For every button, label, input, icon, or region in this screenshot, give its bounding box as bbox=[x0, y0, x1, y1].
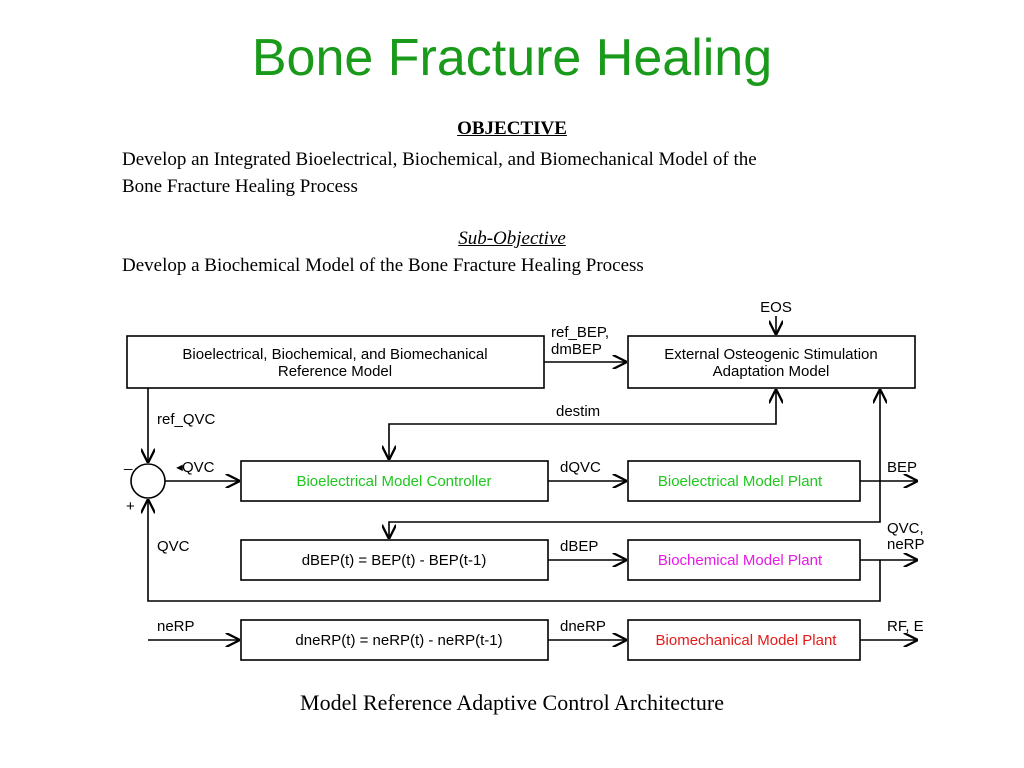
ref-qvc-label: ref_QVC bbox=[157, 411, 216, 428]
dnerp-block-label: dneRP(t) = neRP(t) - neRP(t-1) bbox=[295, 632, 502, 649]
objective-text-line1: Develop an Integrated Bioelectrical, Bio… bbox=[122, 149, 757, 170]
sub-objective-text: Develop a Biochemical Model of the Bone … bbox=[122, 255, 644, 276]
biochemical-plant-label: Biochemical Model Plant bbox=[658, 552, 823, 569]
objective-heading: OBJECTIVE bbox=[457, 118, 567, 139]
qvc-feedback-arrow bbox=[148, 499, 881, 602]
stimulation-model-label-2: Adaptation Model bbox=[713, 363, 830, 380]
nerp-label: neRP bbox=[157, 618, 195, 635]
reference-model-label-2: Reference Model bbox=[278, 363, 392, 380]
stimulation-feedback-arrow bbox=[389, 389, 880, 539]
plus-sign: + bbox=[126, 498, 135, 515]
sub-objective-heading: Sub-Objective bbox=[458, 228, 566, 249]
stimulation-model-block bbox=[627, 335, 916, 389]
sum-arrow-mark: ◄ bbox=[174, 462, 185, 474]
objective-text: Develop an Integrated Bioelectrical, Bio… bbox=[122, 146, 922, 200]
qvc-feedback-label: QVC bbox=[157, 538, 190, 555]
rf-e-label: RF, E bbox=[887, 618, 924, 635]
biomechanical-plant-label: Biomechanical Model Plant bbox=[656, 632, 838, 649]
diagram-caption: Model Reference Adaptive Control Archite… bbox=[300, 690, 724, 715]
dnerp-label: dneRP bbox=[560, 618, 606, 635]
qvc-nerp-label-1: QVC, bbox=[887, 520, 924, 537]
dqvc-label: dQVC bbox=[560, 459, 601, 476]
ref-bep-label-1: ref_BEP, bbox=[551, 324, 609, 341]
dbep-block-label: dBEP(t) = BEP(t) - BEP(t-1) bbox=[302, 552, 487, 569]
dbep-label: dBEP bbox=[560, 538, 598, 555]
destim-arrow bbox=[389, 389, 776, 460]
destim-label: destim bbox=[556, 403, 600, 420]
ref-bep-label-2: dmBEP bbox=[551, 341, 602, 358]
summing-junction bbox=[130, 463, 166, 499]
qvc-nerp-label-2: neRP bbox=[887, 536, 925, 553]
page-title: Bone Fracture Healing bbox=[251, 29, 773, 87]
eos-label: EOS bbox=[760, 299, 792, 316]
reference-model-label-1: Bioelectrical, Biochemical, and Biomecha… bbox=[182, 346, 487, 363]
bioelectrical-plant-label: Bioelectrical Model Plant bbox=[658, 473, 823, 490]
objective-text-line2: Bone Fracture Healing Process bbox=[122, 176, 358, 197]
controller-label: Bioelectrical Model Controller bbox=[296, 473, 491, 490]
minus-sign: _ bbox=[123, 454, 133, 471]
stimulation-model-label-1: External Osteogenic Stimulation bbox=[664, 346, 877, 363]
qvc-out-label: QVC bbox=[182, 459, 215, 476]
bep-label: BEP bbox=[887, 459, 917, 476]
